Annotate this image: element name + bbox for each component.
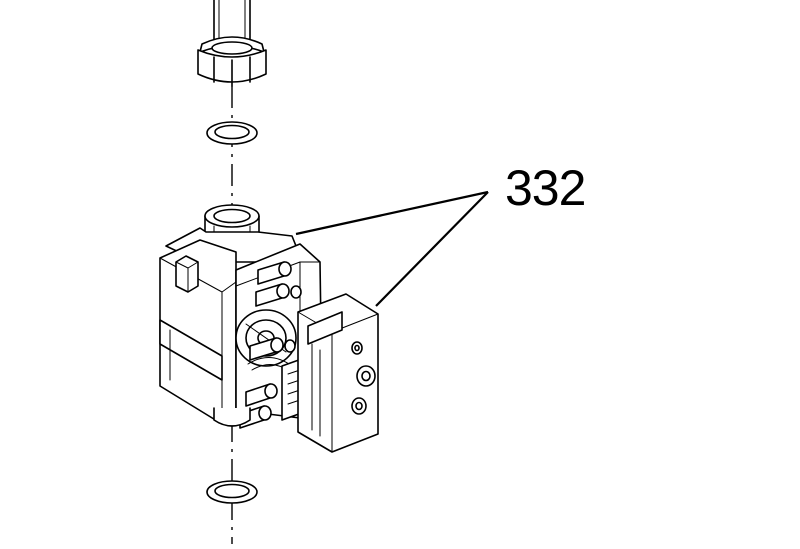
gas-valve [159, 204, 379, 453]
part-number-callout: 332 [505, 160, 586, 216]
sealing-washer-upper [206, 121, 258, 145]
connecting-pipe-with-nut [197, 0, 267, 87]
callout-leader-lines [295, 190, 489, 307]
sealing-washer-lower [206, 480, 258, 504]
